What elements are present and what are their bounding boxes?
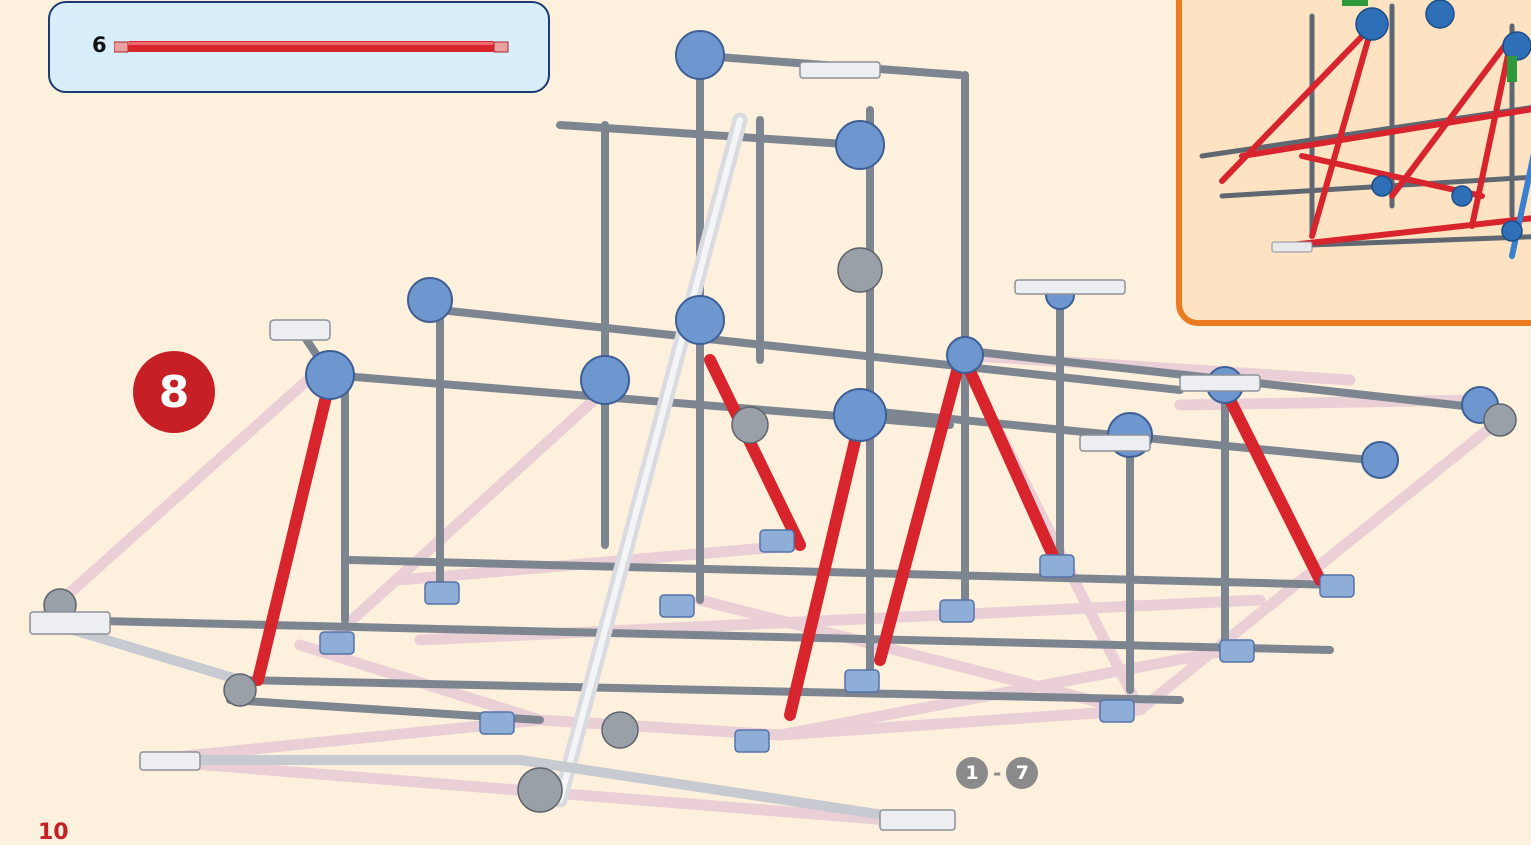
step-number-badge: 8 xyxy=(133,351,215,433)
range-end-badge: 7 xyxy=(1006,757,1038,789)
previous-steps-range: 1 - 7 xyxy=(956,757,1038,789)
page-number: 10 xyxy=(38,820,69,845)
inset-model-illustration xyxy=(1182,0,1531,326)
range-start-badge: 1 xyxy=(956,757,988,789)
inset-detail xyxy=(1176,0,1531,326)
range-separator: - xyxy=(993,761,1001,785)
